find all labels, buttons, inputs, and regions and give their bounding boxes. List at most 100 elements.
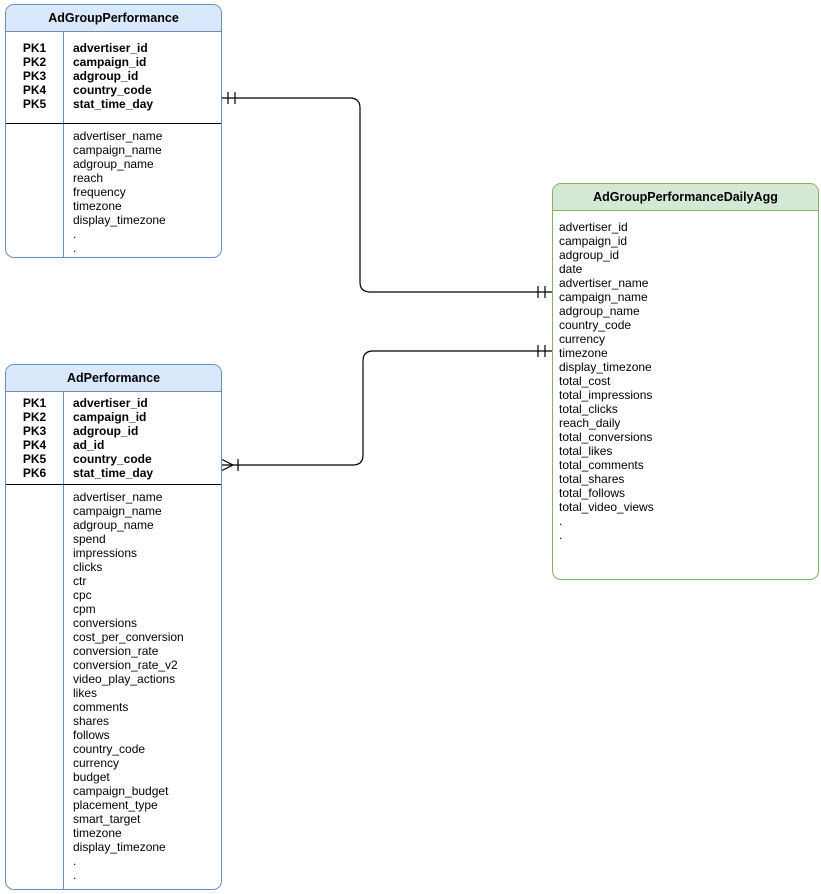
pk-label: PK2 [22, 55, 47, 69]
attribute-name: video_play_actions [73, 672, 176, 686]
attribute-name: smart_target [73, 812, 141, 826]
pk-divider [6, 484, 221, 485]
attribute-name: currency [559, 332, 606, 346]
entity-title: AdPerformance [6, 365, 221, 392]
attribute-name: total_conversions [559, 430, 653, 444]
pk-divider [6, 123, 221, 124]
pk-field-name: ad_id [73, 438, 105, 452]
attribute-name: reach [73, 171, 104, 185]
attribute-name: adgroup_name [73, 518, 154, 532]
attribute-name: cost_per_conversion [73, 630, 184, 644]
attribute-name: adgroup_name [559, 304, 640, 318]
attribute-name: date [559, 262, 583, 276]
attribute-name: total_clicks [559, 402, 618, 416]
attribute-name: timezone [73, 199, 122, 213]
pk-label: PK4 [22, 438, 47, 452]
attribute-name: spend [73, 532, 106, 546]
attribute-name: country_code [73, 742, 146, 756]
attribute-name: total_shares [559, 472, 625, 486]
attribute-name: total_impressions [559, 388, 653, 402]
pk-field-name: campaign_id [73, 410, 147, 424]
pk-label: PK4 [22, 83, 47, 97]
attribute-name: total_likes [559, 444, 613, 458]
attribute-name: follows [73, 728, 110, 742]
attribute-name: timezone [73, 826, 122, 840]
crows-foot-many-icon [220, 458, 239, 472]
pk-field-name: campaign_id [73, 55, 147, 69]
pk-field-name: country_code [73, 452, 152, 466]
attribute-name: currency [73, 756, 120, 770]
pk-labels-empty [6, 485, 64, 889]
attribute-name: total_comments [559, 458, 644, 472]
pk-labels-empty [6, 124, 64, 257]
attribute-name: clicks [73, 560, 103, 574]
attribute-name: . [559, 528, 563, 542]
attribute-name: campaign_name [559, 290, 648, 304]
attribute-name: conversion_rate [73, 644, 159, 658]
attribute-name: advertiser_name [73, 490, 163, 504]
attribute-name: placement_type [73, 798, 158, 812]
attribute-name: campaign_name [73, 143, 162, 157]
attribute-name: display_timezone [73, 840, 166, 854]
entity-title: AdGroupPerformanceDailyAgg [553, 184, 818, 211]
attribute-name: shares [73, 714, 110, 728]
pk-label: PK3 [22, 424, 47, 438]
attribute-name: conversion_rate_v2 [73, 658, 178, 672]
attribute-name: total_video_views [559, 500, 654, 514]
pk-label: PK2 [22, 410, 47, 424]
attribute-name: . [73, 241, 77, 255]
entity-title: AdGroupPerformance [6, 5, 221, 32]
attribute-name: adgroup_id [559, 248, 620, 262]
attribute-name: . [559, 514, 563, 528]
attribute-name: country_code [559, 318, 632, 332]
pk-field-name: stat_time_day [73, 97, 154, 111]
entity-adgroup-performance-daily-agg[interactable]: AdGroupPerformanceDailyAgg advertiser_id… [552, 183, 819, 580]
attribute-name: reach_daily [559, 416, 621, 430]
attribute-name: total_follows [559, 486, 626, 500]
attribute-name: . [73, 227, 77, 241]
pk-label: PK1 [22, 41, 47, 55]
attribute-name: impressions [73, 546, 138, 560]
attribute-name: ctr [73, 574, 87, 588]
pk-label: PK1 [22, 396, 47, 410]
cardinality-one-and-only-one-icon [537, 345, 546, 357]
attribute-name: display_timezone [73, 213, 166, 227]
attribute-name: advertiser_name [559, 276, 649, 290]
pk-label: PK6 [22, 466, 47, 480]
attribute-name: budget [73, 770, 110, 784]
attribute-name: . [73, 854, 77, 868]
pk-label: PK3 [22, 69, 47, 83]
pk-field-name: stat_time_day [73, 466, 154, 480]
cardinality-one-and-only-one-icon [537, 286, 546, 298]
attribute-name: advertiser_id [559, 220, 628, 234]
attribute-name: campaign_id [559, 234, 628, 248]
relationship-adperformance-dailyagg [220, 345, 552, 472]
attribute-name: likes [73, 686, 98, 700]
pk-label: PK5 [22, 452, 47, 466]
attribute-name: adgroup_name [73, 157, 154, 171]
attribute-name: . [73, 868, 77, 882]
attribute-name: display_timezone [559, 360, 652, 374]
attribute-name: conversions [73, 616, 138, 630]
attribute-name: comments [73, 700, 129, 714]
attribute-name: frequency [73, 185, 126, 199]
attribute-name: cpm [73, 602, 96, 616]
pk-field-name: adgroup_id [73, 424, 139, 438]
cardinality-one-and-only-one-icon [227, 92, 236, 104]
pk-field-name: advertiser_id [73, 41, 148, 55]
pk-label: PK5 [22, 97, 47, 111]
